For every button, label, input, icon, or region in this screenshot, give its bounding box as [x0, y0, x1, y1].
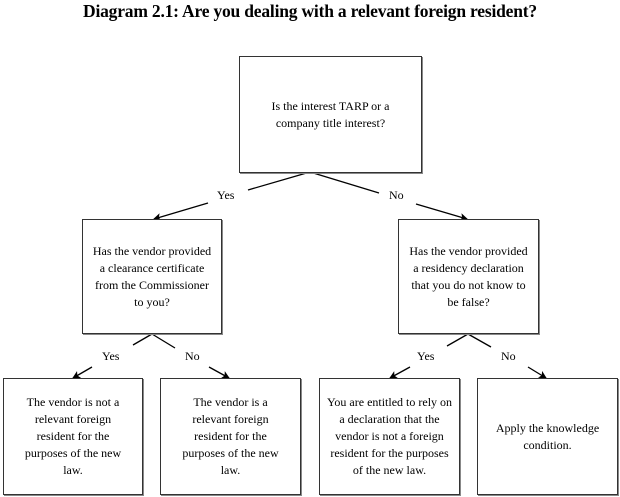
diagram-title: Diagram 2.1: Are you dealing with a rele… — [83, 1, 537, 21]
node-declaration-text: Has the vendor provided a residency decl… — [409, 243, 528, 309]
edge-clearance-yes-arrow — [72, 366, 93, 379]
edge-clearance-no-upper — [151, 333, 176, 349]
edge-root-yes-arrow — [153, 202, 209, 221]
node-outcome-relevant-text: The vendor is a relevant foreign residen… — [182, 395, 279, 477]
edge-label-root-no: No — [389, 188, 404, 202]
node-declaration-question: Has the vendor provided a residency decl… — [398, 219, 539, 334]
node-outcome-knowledge-condition: Apply the knowledge condition. — [477, 378, 618, 495]
node-outcome-rely-declaration-text: You are entitled to rely on a declaratio… — [326, 395, 453, 477]
edge-root-no-arrow — [415, 203, 468, 221]
edge-label-root-yes: Yes — [217, 188, 235, 202]
edge-label-declaration-yes: Yes — [417, 349, 435, 363]
edge-label-declaration-no: No — [501, 349, 516, 363]
edge-root-yes-upper — [247, 171, 311, 191]
node-outcome-relevant: The vendor is a relevant foreign residen… — [160, 378, 301, 495]
node-clearance-text: Has the vendor provided a clearance cert… — [92, 243, 212, 309]
edge-declaration-no-arrow — [527, 366, 547, 379]
edge-declaration-no-upper — [467, 333, 492, 348]
node-outcome-not-relevant: The vendor is not a relevant foreign res… — [3, 378, 143, 495]
node-outcome-not-relevant-text: The vendor is not a relevant foreign res… — [24, 395, 122, 477]
edge-clearance-no-arrow — [208, 366, 230, 379]
edge-root-no-upper — [309, 171, 380, 194]
edge-declaration-yes-upper — [446, 333, 469, 347]
node-root-question: Is the interest TARP or a company title … — [239, 56, 422, 173]
node-clearance-question: Has the vendor provided a clearance cert… — [82, 219, 222, 334]
node-outcome-rely-declaration: You are entitled to rely on a declaratio… — [319, 378, 460, 495]
edge-label-clearance-no: No — [185, 349, 200, 363]
node-outcome-knowledge-condition-text: Apply the knowledge condition. — [495, 420, 600, 452]
node-root-text: Is the interest TARP or a company title … — [271, 98, 390, 130]
edge-clearance-yes-upper — [132, 333, 153, 346]
edge-label-clearance-yes: Yes — [102, 349, 120, 363]
edge-declaration-yes-arrow — [389, 366, 411, 379]
